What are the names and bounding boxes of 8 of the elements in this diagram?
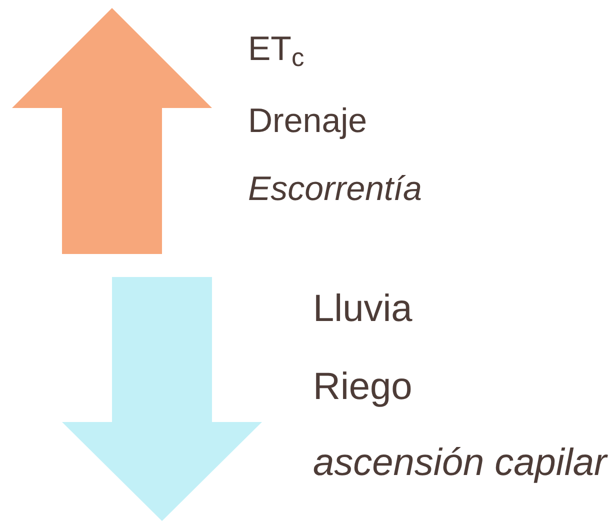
up-arrow-shape [12, 8, 212, 254]
water-term-label: ascensión capilar [313, 441, 607, 486]
water-term-label: Riego [313, 365, 412, 410]
water-term-label: Escorrentía [248, 169, 422, 210]
water-term-label: Drenaje [248, 101, 368, 142]
water-term-label: ET$_{c}$ [248, 29, 304, 70]
down-arrow-shape [62, 277, 262, 521]
water-term-label: Lluvia [313, 287, 412, 332]
